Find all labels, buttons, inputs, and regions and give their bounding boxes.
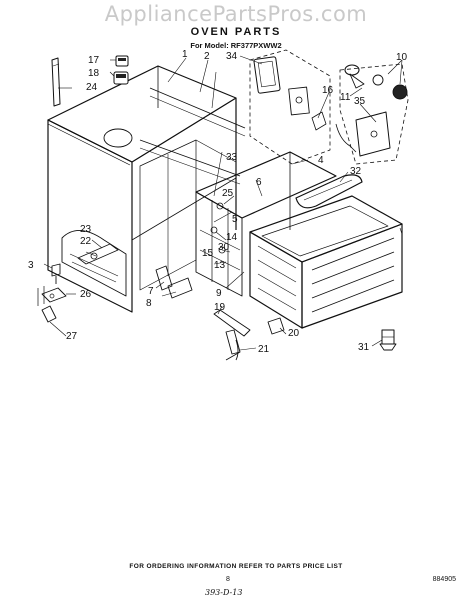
callout-15: 15 [202,248,214,259]
callout-26: 26 [80,289,92,300]
oven-liner-frame [195,151,337,297]
callout-10: 10 [396,52,408,63]
callout-30: 30 [218,242,230,253]
watermark: AppliancePartsPros.com [104,2,368,26]
callout-11: 11 [340,92,351,103]
diagram-title: OVEN PARTS [190,26,282,38]
top-left-small-parts [51,55,129,107]
callout-13: 13 [214,260,226,271]
lamp-assembly-box [339,63,409,165]
callout-31: 31 [358,342,370,353]
callout-25: 25 [222,188,234,199]
document-code: 884905 [432,576,456,583]
callout-6: 6 [256,177,262,188]
callout-7: 7 [148,286,154,297]
callout-5: 5 [232,214,238,225]
leader-lines [43,55,403,351]
callout-8: 8 [146,298,152,309]
callout-numbers: 1 2 3 4 5 6 7 8 9 10 11 13 14 15 16 17 1… [28,49,408,355]
callout-22: 22 [80,236,92,247]
range-cabinet [47,65,246,313]
callout-24: 24 [86,82,98,93]
callout-17: 17 [88,55,100,66]
oven-cavity [249,195,403,329]
callout-19: 19 [214,302,226,313]
callout-14: 14 [226,232,238,243]
callout-1: 1 [182,49,188,60]
lower-center-parts [155,265,397,361]
callout-3: 3 [28,260,34,271]
bottom-left-small-parts [37,263,67,323]
model-label: For Model: RF377PXWW2 [190,41,282,50]
ordering-information-note: FOR ORDERING INFORMATION REFER TO PARTS … [129,563,343,570]
callout-21: 21 [258,344,270,355]
callout-16: 16 [322,85,334,96]
callout-18: 18 [88,68,100,79]
callout-34: 34 [226,51,238,62]
callout-2: 2 [204,51,210,62]
handwritten-mark: 393-D-13 [205,588,243,597]
callout-9: 9 [216,288,222,299]
callout-23: 23 [80,224,92,235]
callout-32: 32 [350,166,362,177]
light-housing [249,49,357,165]
callout-20: 20 [288,328,300,339]
broiler-element [295,174,363,209]
callout-4: 4 [318,155,324,166]
callout-33: 33 [226,152,238,163]
callout-35: 35 [354,96,366,107]
callout-27: 27 [66,331,78,342]
page-number: 8 [226,576,230,583]
